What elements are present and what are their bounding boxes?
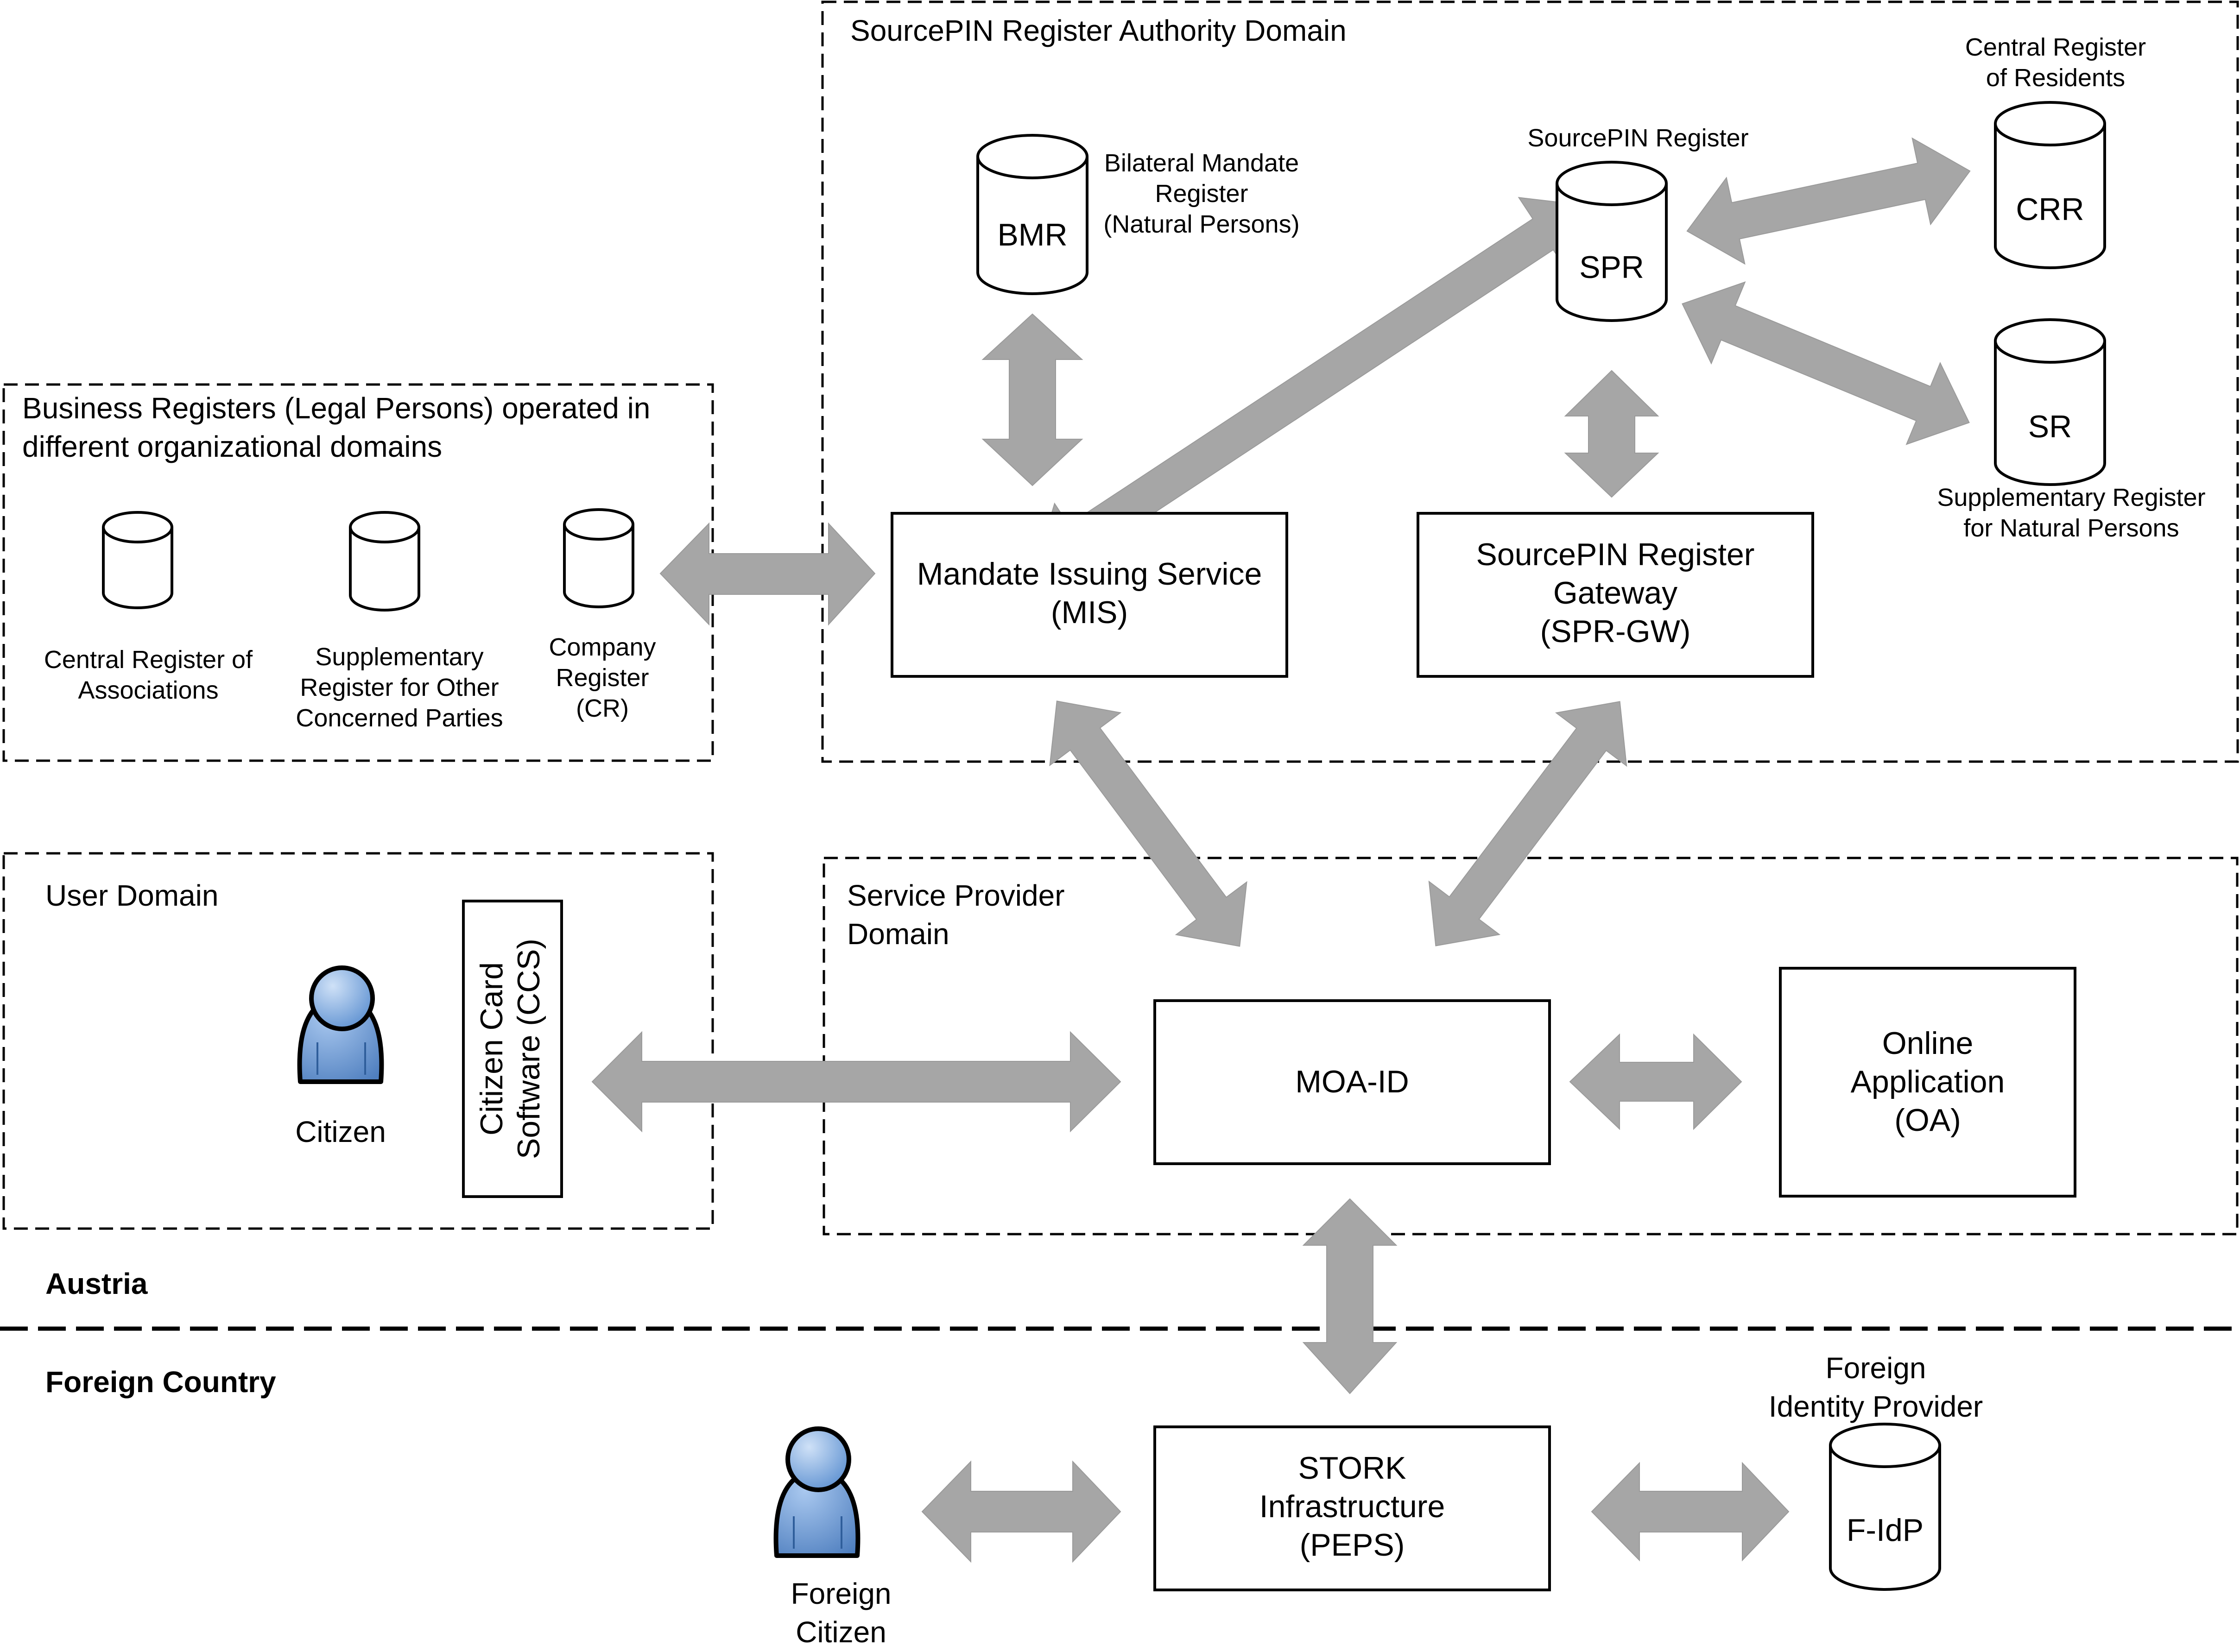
cylinder-icon <box>1994 318 2106 486</box>
fidp-caption-line2: Identity Provider <box>1769 1390 1983 1423</box>
crr-label: CRR <box>2016 192 2084 227</box>
crr-caption-line1: Central Register <box>1965 33 2146 61</box>
ccs-line1: Citizen Card <box>474 962 509 1135</box>
sr-caption-line1: Supplementary Register <box>1937 484 2205 511</box>
sourcepin-authority-domain-title: SourcePIN Register Authority Domain <box>850 14 1347 47</box>
oa-line2: Application <box>1851 1064 2005 1099</box>
arrow-spr-crr <box>1686 137 1971 265</box>
citizen-label: Citizen <box>295 1115 386 1148</box>
srocp-caption-line3: Concerned Parties <box>296 704 503 732</box>
box-online-application: Online Application (OA) <box>1779 967 2076 1198</box>
sourcepin-authority-domain: SourcePIN Register Authority Domain <box>821 0 2239 763</box>
person-icon <box>297 965 384 1084</box>
register-company: Company Register (CR) <box>549 508 656 722</box>
register-crr: CRR Central Register of Residents <box>1965 33 2146 269</box>
srocp-caption-line2: Register for Other <box>300 674 499 701</box>
bmr-caption-line2: Register <box>1155 180 1248 208</box>
cylinder-icon <box>1994 101 2106 269</box>
box-stork: STORK Infrastructure (PEPS) <box>1153 1425 1551 1591</box>
actor-foreign-citizen: Foreign Citizen <box>773 1426 892 1649</box>
user-domain: User Domain <box>2 852 714 1230</box>
cylinder-icon <box>349 511 420 612</box>
oa-line3: (OA) <box>1894 1103 1961 1138</box>
arrow-spr-sr <box>1682 281 1970 445</box>
register-spr: SPR SourcePIN Register <box>1527 124 1749 322</box>
mis-line1: Mandate Issuing Service <box>917 556 1262 592</box>
arrow-spr-sprgw <box>1564 370 1659 498</box>
register-sr: SR Supplementary Register for Natural Pe… <box>1937 318 2206 542</box>
cr-caption-line1: Company <box>549 633 656 661</box>
register-central-associations: Central Register of Associations <box>44 511 253 704</box>
crr-caption-line2: of Residents <box>1986 64 2125 92</box>
ccs-line2: Software (CCS) <box>511 939 546 1159</box>
sprgw-line1: SourcePIN Register <box>1476 537 1755 572</box>
box-moa-id: MOA-ID <box>1153 999 1551 1165</box>
spr-caption: SourcePIN Register <box>1527 124 1748 152</box>
cylinder-icon <box>563 508 634 608</box>
arrow-mis-moaid <box>1049 700 1247 947</box>
register-supplementary-other: Supplementary Register for Other Concern… <box>296 511 503 732</box>
fidp-label: F-IdP <box>1847 1513 1924 1548</box>
foreign-citizen-line2: Citizen <box>796 1615 886 1649</box>
arrow-stork-fidp <box>1591 1462 1790 1562</box>
fidp-caption-line1: Foreign <box>1826 1351 1926 1385</box>
arrow-moaid-oa <box>1569 1033 1742 1130</box>
region-foreign-label: Foreign Country <box>45 1365 276 1399</box>
bmr-caption-line1: Bilateral Mandate <box>1104 149 1299 177</box>
service-provider-domain: Service Provider Domain <box>823 857 2239 1236</box>
service-provider-title-line1: Service Provider <box>847 879 1065 912</box>
country-separator: Austria Foreign Country <box>0 1267 2240 1399</box>
business-registers-title-line1: Business Registers (Legal Persons) opera… <box>22 391 650 425</box>
register-fidp: F-IdP Foreign Identity Provider <box>1769 1351 1983 1591</box>
cylinder-icon <box>976 134 1088 295</box>
stork-line1: STORK <box>1298 1450 1406 1486</box>
moaid-label: MOA-ID <box>1295 1064 1409 1099</box>
box-spr-gw: SourcePIN Register Gateway (SPR-GW) <box>1417 512 1814 678</box>
user-domain-title: User Domain <box>45 879 218 912</box>
bmr-caption-line3: (Natural Persons) <box>1103 210 1299 238</box>
cylinder-icon <box>1556 161 1668 322</box>
arrow-sprgw-moaid <box>1428 701 1627 946</box>
cylinder-icon <box>102 511 173 609</box>
stork-line2: Infrastructure <box>1259 1489 1445 1524</box>
oa-line1: Online <box>1882 1026 1974 1061</box>
cr-caption-line3: (CR) <box>576 694 629 722</box>
foreign-citizen-line1: Foreign <box>791 1577 892 1610</box>
stork-line3: (PEPS) <box>1300 1527 1405 1563</box>
cra-caption-line2: Associations <box>78 676 218 704</box>
sprgw-line3: (SPR-GW) <box>1540 614 1691 649</box>
register-bmr: BMR Bilateral Mandate Register (Natural … <box>976 134 1300 295</box>
arrow-moaid-stork <box>1302 1198 1398 1394</box>
connection-arrows <box>591 137 1971 1563</box>
arrow-ccs-moaid <box>591 1031 1121 1133</box>
spr-label: SPR <box>1579 250 1644 285</box>
business-registers-title-line2: different organizational domains <box>22 430 442 463</box>
mis-line2: (MIS) <box>1051 595 1128 630</box>
person-icon <box>773 1426 861 1558</box>
box-mis: Mandate Issuing Service (MIS) <box>891 512 1288 678</box>
cra-caption-line1: Central Register of <box>44 646 253 674</box>
service-provider-title-line2: Domain <box>847 917 949 951</box>
cylinder-icon <box>1829 1423 1941 1591</box>
sprgw-line2: Gateway <box>1553 575 1677 611</box>
arrow-foreigncitizen-stork <box>921 1460 1121 1563</box>
region-austria-label: Austria <box>45 1267 148 1300</box>
sr-caption-line2: for Natural Persons <box>1963 514 2179 542</box>
sr-label: SR <box>2028 409 2072 444</box>
box-ccs: Citizen Card Software (CCS) <box>462 900 563 1198</box>
arrow-bmr-mis <box>981 313 1083 486</box>
srocp-caption-line1: Supplementary <box>315 643 483 671</box>
actor-citizen: Citizen <box>295 965 386 1148</box>
cr-caption-line2: Register <box>556 664 649 692</box>
business-registers-domain: Business Registers (Legal Persons) opera… <box>2 383 714 762</box>
bmr-label: BMR <box>997 217 1067 252</box>
arrow-business-mis <box>659 522 876 626</box>
